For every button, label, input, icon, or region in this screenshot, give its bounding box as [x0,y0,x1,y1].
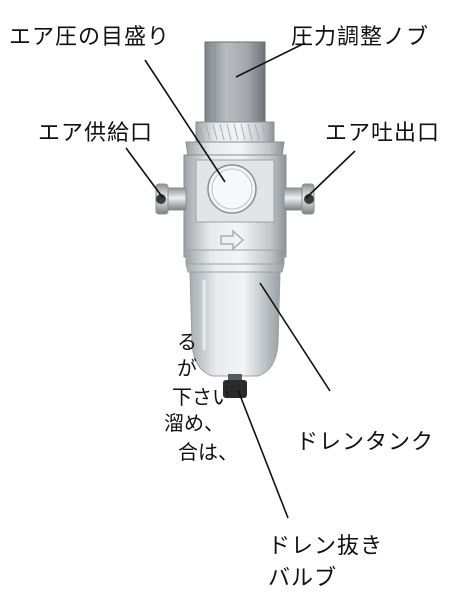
adjust-knob [204,41,266,128]
leader-drain-tank [259,282,331,392]
leader-air-inlet [125,147,164,199]
leader-air-outlet [305,150,356,199]
leader-gauge [144,59,226,183]
lock-ring [195,121,275,143]
leader-drain-valve [237,389,289,519]
pressure-gauge [207,164,257,214]
outlet-port [283,183,315,215]
partial-text-2: が [177,356,197,380]
label-drain-valve-line1: ドレン抜き [268,534,384,559]
partial-text-3: 下さい [172,385,228,409]
label-drain-valve-line2: バルブ [268,566,338,591]
label-adjust-knob: 圧力調整ノブ [291,25,430,50]
partial-text-4: 溜め、 [164,411,224,435]
drain-valve [223,374,247,398]
drain-bowl [185,263,285,377]
partial-text-5: 合は、 [178,440,238,464]
label-air-outlet: エア吐出口 [325,121,441,146]
label-gauge: エア圧の目盛り [9,25,171,50]
label-air-inlet: エア供給口 [38,121,154,146]
inlet-port [155,183,187,215]
partial-text-1: る [177,330,197,354]
label-drain-tank: ドレンタンク [296,430,435,455]
leader-adjust-knob [235,42,306,78]
